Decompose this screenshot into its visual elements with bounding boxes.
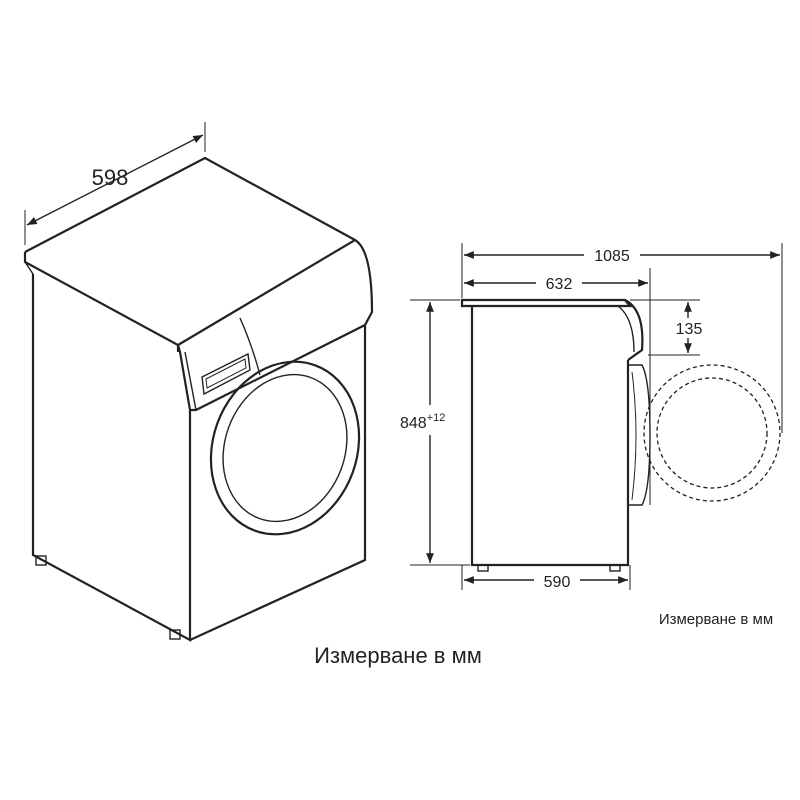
width-dim-line [26,134,204,226]
washer-side-view: 1085 632 135 848+12 590 [398,243,783,591]
height-label: 848+12 [400,412,445,432]
foot-front [169,629,181,640]
side-front-profile [624,299,644,361]
depth-body-label: 632 [546,276,573,293]
door-swing-inner [656,377,768,489]
washer-top [24,156,356,253]
side-front-profile-inner [617,305,635,353]
depth-total-label: 1085 [594,248,630,265]
display-window [201,352,251,396]
control-panel-front [176,238,374,412]
control-panel-divider [239,317,261,376]
washer-isometric: 598 [23,122,374,642]
washer-left-side [31,274,192,642]
side-body [470,306,630,567]
display-window-inner [205,358,247,389]
base-depth-label: 590 [544,574,571,591]
caption-side: Измерване в мм [659,611,773,628]
door-offset-label: 135 [676,321,703,338]
side-foot-back [477,564,489,572]
door-outer-ring [209,360,361,536]
control-panel-inner [184,351,197,411]
side-door-profile-inner [631,371,637,501]
washer-front-panel [189,325,367,642]
width-label: 598 [92,165,129,190]
door-swing-outer [643,364,781,502]
washer-top-lip-edge [24,261,34,275]
door-glass [222,373,348,523]
caption-main: Измерване в мм [314,643,482,668]
foot-left [35,555,47,566]
washer-top-lip [23,252,180,352]
side-door-profile [628,364,651,506]
side-top-plate [460,298,633,308]
side-foot-front [609,564,621,572]
